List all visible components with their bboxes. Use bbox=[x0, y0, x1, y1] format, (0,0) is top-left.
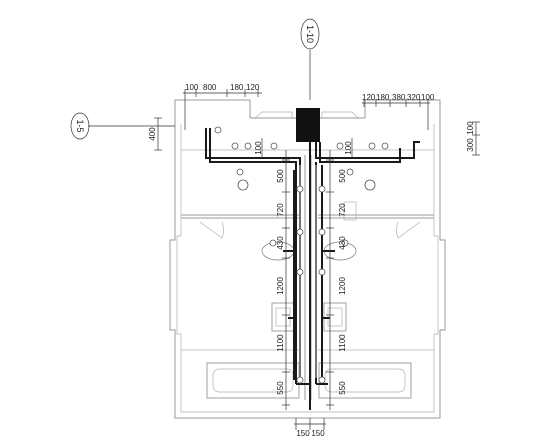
dim-right-v-1: 500 bbox=[338, 169, 347, 183]
dim-bottom-1: 150 bbox=[296, 429, 310, 438]
fixtures bbox=[206, 168, 412, 399]
section-marker-left: 1-5 bbox=[70, 112, 175, 140]
section-label-top: 1-10 bbox=[305, 25, 315, 43]
dim-left-v-6: 550 bbox=[276, 381, 285, 395]
dim-right-v-2: 720 bbox=[338, 203, 347, 217]
pipe-shaft bbox=[296, 108, 320, 142]
dim-bottom-2: 150 bbox=[311, 429, 325, 438]
dim-inner-right: 100 bbox=[344, 141, 353, 155]
dim-left-v-3: 430 bbox=[276, 236, 285, 250]
dim-top-right-4: 320 bbox=[407, 93, 421, 102]
dim-left-v-2: 720 bbox=[276, 203, 285, 217]
dim-right-v-6: 550 bbox=[338, 381, 347, 395]
dim-top-left-1: 100 bbox=[185, 83, 199, 92]
section-marker-top: 1-10 bbox=[300, 18, 320, 100]
dim-left-v-1: 500 bbox=[276, 169, 285, 183]
dim-top-right-2: 180 bbox=[376, 93, 390, 102]
dim-right-v-4: 1200 bbox=[338, 277, 347, 295]
dim-right-side-2: 300 bbox=[466, 138, 475, 152]
dim-right-v-5: 1100 bbox=[338, 334, 347, 352]
dim-left-v-5: 1100 bbox=[276, 334, 285, 352]
dim-right-side-1: 100 bbox=[466, 121, 475, 135]
dim-top-right-3: 380 bbox=[392, 93, 406, 102]
dim-right-v-3: 430 bbox=[338, 236, 347, 250]
dim-top-right-1: 120 bbox=[362, 93, 376, 102]
dim-left-v-4: 1200 bbox=[276, 277, 285, 295]
left-bathtub bbox=[206, 362, 300, 399]
pipe-network bbox=[205, 126, 420, 410]
dim-top-left-3: 180 bbox=[230, 83, 244, 92]
dim-inner-left: 100 bbox=[254, 141, 263, 155]
dimension-texts: 100 800 180 120 120 180 380 320 100 400 … bbox=[148, 83, 475, 438]
dim-top-left-2: 800 bbox=[203, 83, 217, 92]
right-bathtub bbox=[318, 362, 412, 399]
dim-top-right-5: 100 bbox=[421, 93, 435, 102]
section-label-left: 1-5 bbox=[75, 119, 85, 132]
dimension-lines bbox=[154, 89, 480, 430]
dim-left-side: 400 bbox=[148, 127, 157, 141]
dim-top-left-4: 120 bbox=[246, 83, 260, 92]
